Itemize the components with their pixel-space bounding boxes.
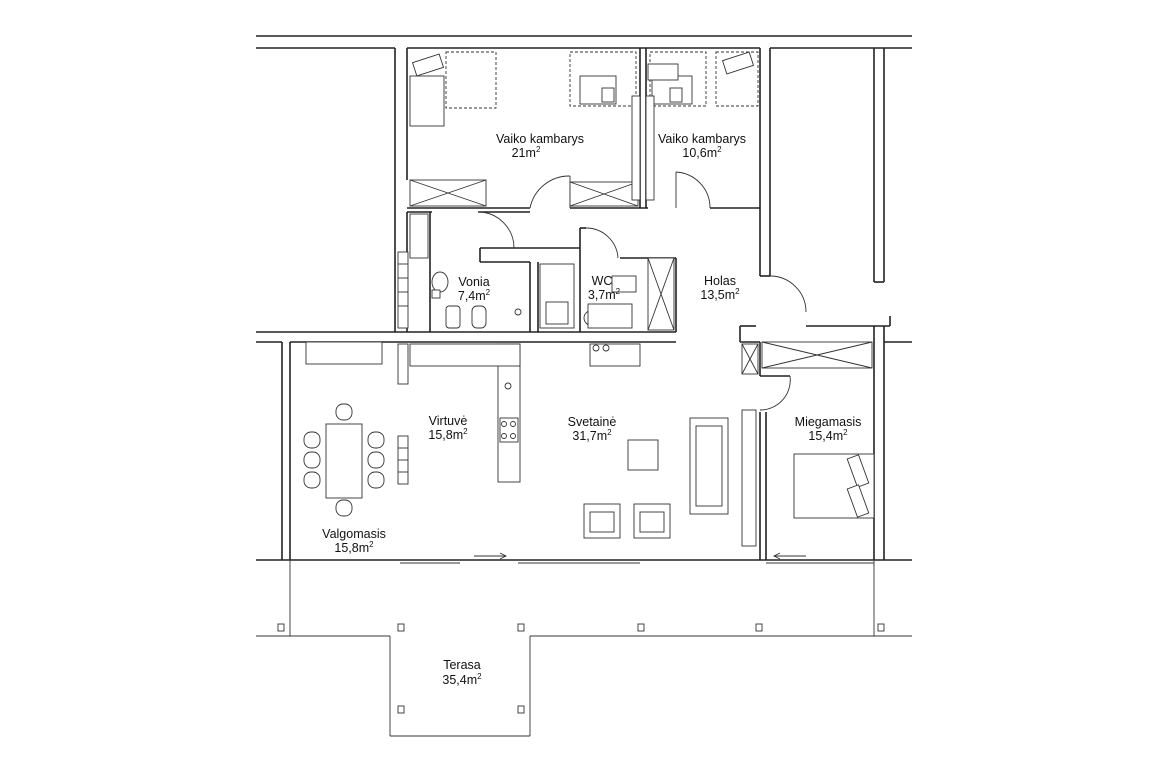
sliding-arrows xyxy=(474,552,806,560)
living-furniture xyxy=(583,409,757,547)
bedroom-furniture xyxy=(793,453,875,519)
room-name: Vaiko kambarys xyxy=(658,132,746,146)
room-name: Miegamasis xyxy=(795,415,862,429)
room-area: 7,4m2 xyxy=(458,288,491,303)
room-area: 13,5m2 xyxy=(700,287,740,302)
room-name: Virtuvė xyxy=(429,414,468,428)
room-area: 35,4m2 xyxy=(442,672,482,687)
wardrobes xyxy=(409,179,873,375)
room-area: 15,8m2 xyxy=(334,540,374,555)
dining-set xyxy=(303,341,385,517)
terrace-outline xyxy=(256,560,912,737)
room-area: 10,6m2 xyxy=(682,145,722,160)
room-area: 3,7m2 xyxy=(588,287,621,302)
room-area: 31,7m2 xyxy=(572,428,612,443)
room-name: Holas xyxy=(704,274,736,288)
room-name: Vonia xyxy=(458,275,489,289)
room-name: Svetainė xyxy=(568,415,617,429)
room-area: 21m2 xyxy=(512,145,541,160)
bathroom-fixtures xyxy=(397,213,637,329)
room-name: Valgomasis xyxy=(322,527,386,541)
room-labels: Vaiko kambarys 21m2 Vaiko kambarys 10,6m… xyxy=(322,132,861,687)
room-name: Vaiko kambarys xyxy=(496,132,584,146)
kitchen xyxy=(397,343,641,485)
room-name: WC xyxy=(592,274,613,288)
room-area: 15,8m2 xyxy=(428,427,468,442)
room-area: 15,4m2 xyxy=(808,428,848,443)
room-name: Terasa xyxy=(443,658,481,672)
children-furniture xyxy=(409,51,759,201)
